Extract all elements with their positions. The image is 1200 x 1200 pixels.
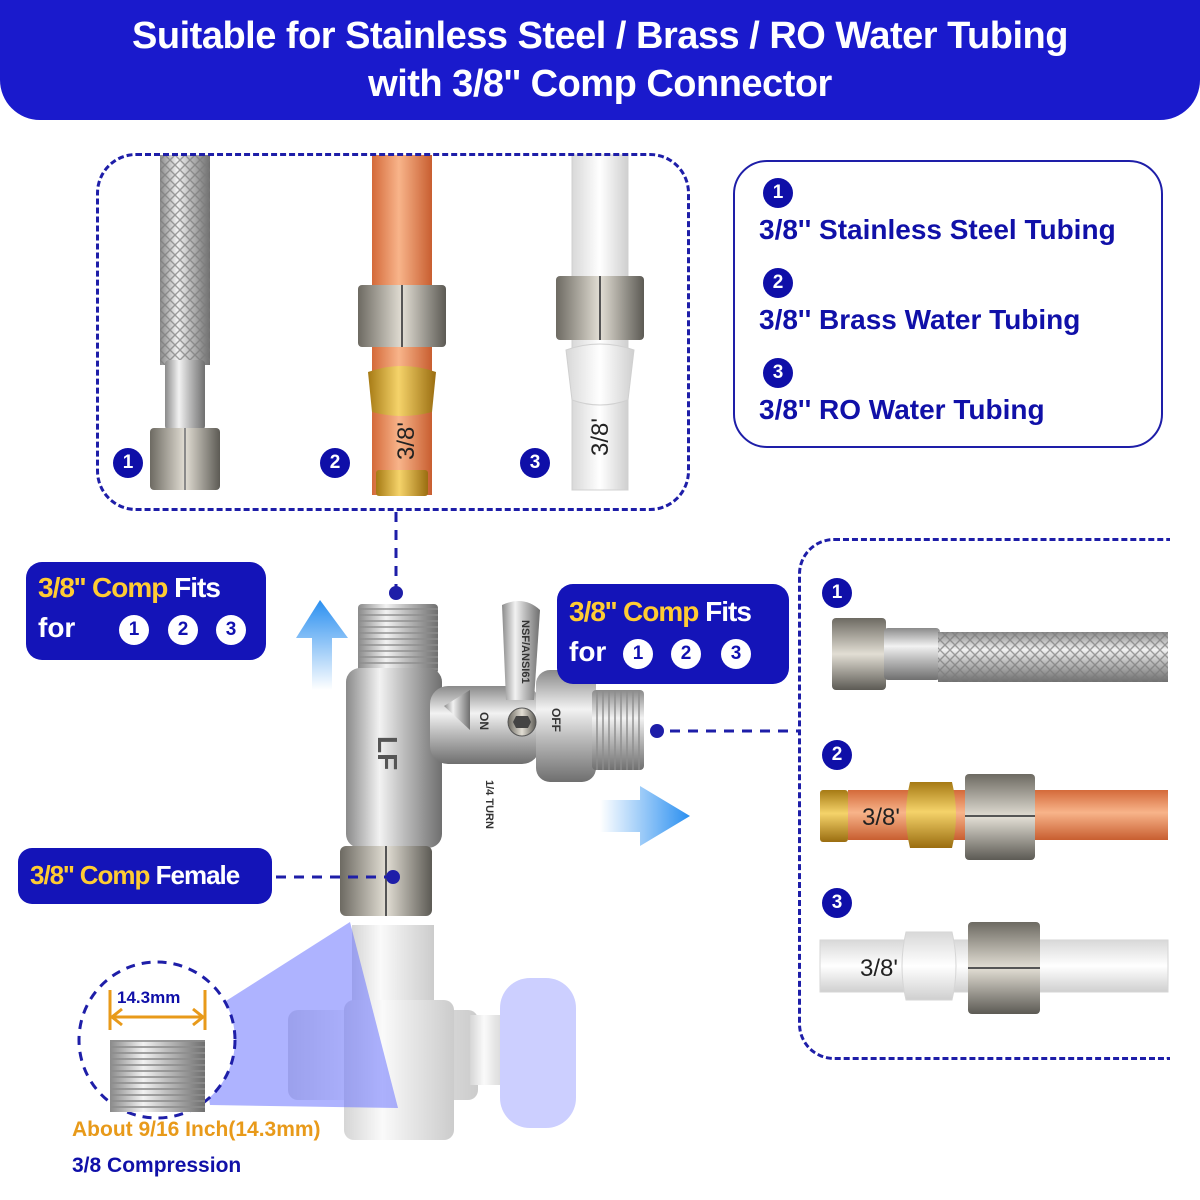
brass-size-mark-h: 3/8' [862,804,900,831]
brass-size-mark: 3/8' [393,422,420,460]
fits-badge-3-right: 3 [721,639,751,669]
number-badge-3-right: 3 [822,888,852,918]
number-badge-2-right: 2 [822,740,852,770]
fits-badge-3-left: 3 [216,615,246,645]
comp-fits-highlight-left: 3/8'' Comp [38,572,168,603]
measurement-about: About 9/16 Inch(14.3mm) [72,1118,321,1141]
comp-fits-highlight-right: 3/8'' Comp [569,596,699,627]
fits-badge-1-left: 1 [119,615,149,645]
number-badge-2-top: 2 [320,448,350,478]
arrow-up-icon [296,600,348,690]
svg-text:ON: ON [477,712,491,730]
number-badge-1-top: 1 [113,448,143,478]
ro-size-mark: 3/8' [587,418,614,456]
stainless-tube-horizontal [832,618,1168,690]
comp-fits-for-right: for [569,636,607,667]
tubing-options-box-top [96,153,690,511]
magnifier-beam [196,922,398,1108]
comp-female-rest: Female [149,860,241,890]
ro-size-mark-h: 3/8' [860,955,898,982]
header-banner: Suitable for Stainless Steel / Brass / R… [0,0,1200,120]
ro-tube-vertical: 3/8' [556,154,644,491]
legend-badge-1: 1 [763,178,793,208]
stainless-tube-vertical [150,155,220,490]
svg-text:NSF/ANSI61: NSF/ANSI61 [519,620,531,684]
comp-fits-rest-right: Fits [698,596,752,627]
legend-badge-3: 3 [763,358,793,388]
fits-badge-1-right: 1 [623,639,653,669]
fits-badge-2-right: 2 [671,639,701,669]
banner-line-2: with 3/8'' Comp Connector [368,63,832,105]
tee-valve: LF NSF/ANSI61 OFF ON 1/4 TURN [296,600,690,916]
ro-tube-horizontal: 3/8' [819,922,1169,1014]
legend-label-1: 3/8'' Stainless Steel Tubing [759,214,1116,245]
number-badge-3-top: 3 [520,448,550,478]
comp-fits-card-right: 3/8'' Comp Fits for 1 2 3 [557,584,789,684]
legend-label-2: 3/8'' Brass Water Tubing [759,304,1081,335]
fits-badge-2-left: 2 [168,615,198,645]
comp-fits-card-left: 3/8'' Comp Fits for 1 2 3 [26,562,266,660]
tubing-legend: 1 3/8'' Stainless Steel Tubing 2 3/8'' B… [733,160,1163,448]
svg-text:1/4 TURN: 1/4 TURN [483,780,495,829]
legend-label-3: 3/8'' RO Water Tubing [759,394,1045,425]
svg-text:OFF: OFF [549,708,563,732]
measurement-compression: 3/8 Compression [72,1154,242,1177]
brass-tube-vertical: 3/8' [358,155,446,496]
tubing-options-box-right [798,538,1170,1060]
comp-female-card: 3/8'' Comp Female [18,848,272,904]
comp-fits-rest-left: Fits [167,572,221,603]
comp-fits-for-left: for [38,612,76,643]
comp-female-highlight: 3/8'' Comp [30,860,150,890]
banner-line-1: Suitable for Stainless Steel / Brass / R… [132,15,1068,57]
brass-tube-horizontal: 3/8' [820,774,1168,860]
number-badge-1-right: 1 [822,578,852,608]
arrow-right-icon [600,786,690,846]
svg-text:LF: LF [372,736,403,770]
legend-badge-2: 2 [763,268,793,298]
measurement-size: 14.3mm [117,988,180,1007]
